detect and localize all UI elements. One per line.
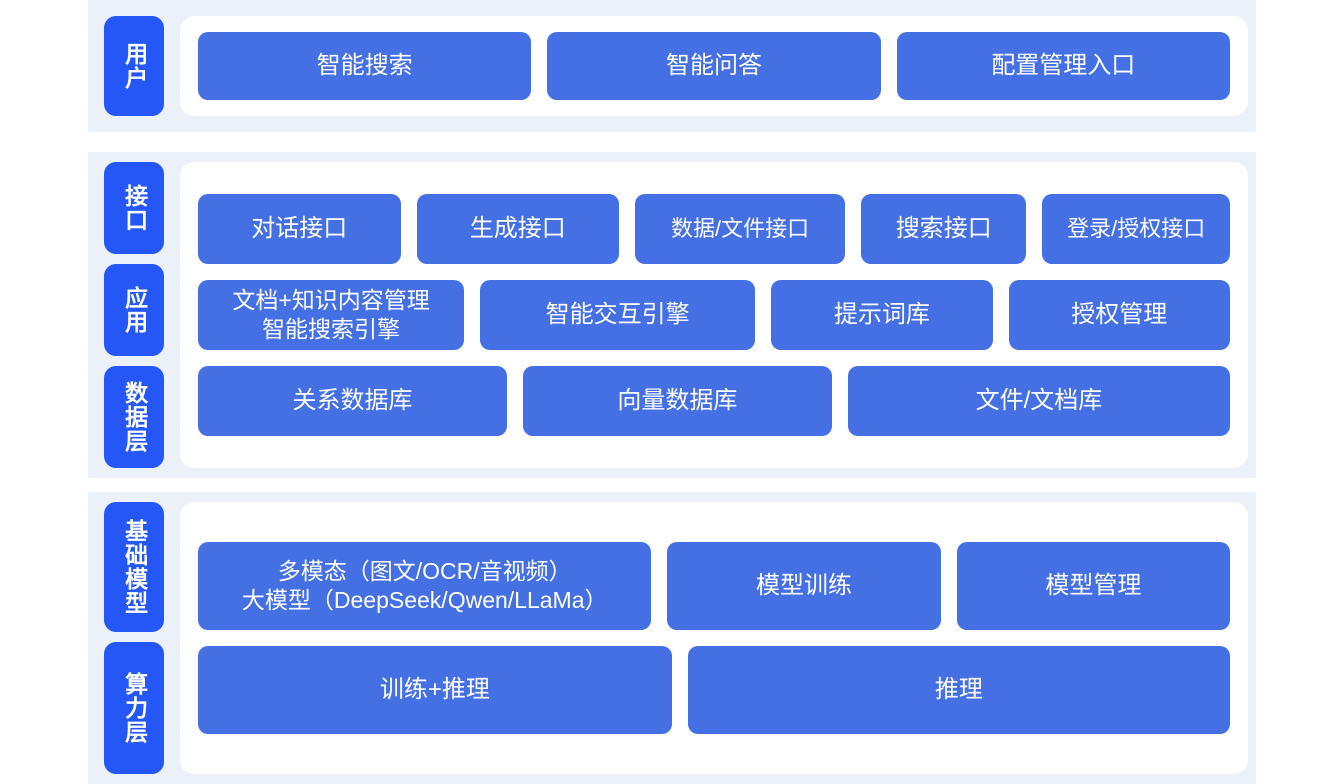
box-intelligent-interaction-engine[interactable]: 智能交互引擎 [480,280,756,350]
tab-spacer [104,254,164,264]
box-dialog-api[interactable]: 对话接口 [198,194,401,264]
box-inference[interactable]: 推理 [687,646,1230,734]
model-row: 多模态（图文/OCR/音视频） 大模型（DeepSeek/Qwen/LLaMa）… [198,542,1230,630]
layer-tab-interface[interactable]: 接口 [104,162,164,254]
box-config-management-entry[interactable]: 配置管理入口 [896,32,1230,100]
box-authorization-management[interactable]: 授权管理 [1008,280,1230,350]
layer-tab-application[interactable]: 应用 [104,264,164,356]
box-multimodal-large-model[interactable]: 多模态（图文/OCR/音视频） 大模型（DeepSeek/Qwen/LLaMa） [198,542,652,630]
box-data-file-api[interactable]: 数据/文件接口 [635,194,846,264]
tab-column-user: 用户 [104,16,164,116]
layer-tab-user[interactable]: 用户 [104,16,164,116]
layer-tab-data[interactable]: 数据层 [104,366,164,468]
box-login-auth-api[interactable]: 登录/授权接口 [1042,194,1230,264]
user-row: 智能搜索 智能问答 配置管理入口 [198,32,1230,100]
box-intelligent-search[interactable]: 智能搜索 [198,32,532,100]
tab-spacer [104,632,164,642]
layer-card-middle: 对话接口 生成接口 数据/文件接口 搜索接口 登录/授权接口 文档+知识内容管理… [180,162,1248,468]
tab-column-middle: 接口 应用 数据层 [104,162,164,468]
box-prompt-library[interactable]: 提示词库 [771,280,993,350]
compute-row: 训练+推理 推理 [198,646,1230,734]
box-training-and-inference[interactable]: 训练+推理 [198,646,672,734]
box-file-document-store[interactable]: 文件/文档库 [847,366,1230,436]
box-model-management[interactable]: 模型管理 [956,542,1230,630]
box-vector-database[interactable]: 向量数据库 [522,366,832,436]
layer-card-user: 智能搜索 智能问答 配置管理入口 [180,16,1248,116]
tab-spacer [104,356,164,366]
box-doc-knowledge-management[interactable]: 文档+知识内容管理 智能搜索引擎 [198,280,465,350]
box-model-training[interactable]: 模型训练 [667,542,941,630]
data-row: 关系数据库 向量数据库 文件/文档库 [198,366,1230,436]
box-intelligent-qa[interactable]: 智能问答 [547,32,881,100]
box-generation-api[interactable]: 生成接口 [416,194,620,264]
layer-tab-foundation-model[interactable]: 基础模型 [104,502,164,632]
interface-row: 对话接口 生成接口 数据/文件接口 搜索接口 登录/授权接口 [198,194,1230,264]
application-row: 文档+知识内容管理 智能搜索引擎 智能交互引擎 提示词库 授权管理 [198,280,1230,350]
layer-card-infrastructure: 多模态（图文/OCR/音视频） 大模型（DeepSeek/Qwen/LLaMa）… [180,502,1248,774]
layer-tab-compute[interactable]: 算力层 [104,642,164,774]
box-search-api[interactable]: 搜索接口 [861,194,1027,264]
tab-column-infrastructure: 基础模型 算力层 [104,502,164,774]
box-relational-database[interactable]: 关系数据库 [198,366,507,436]
